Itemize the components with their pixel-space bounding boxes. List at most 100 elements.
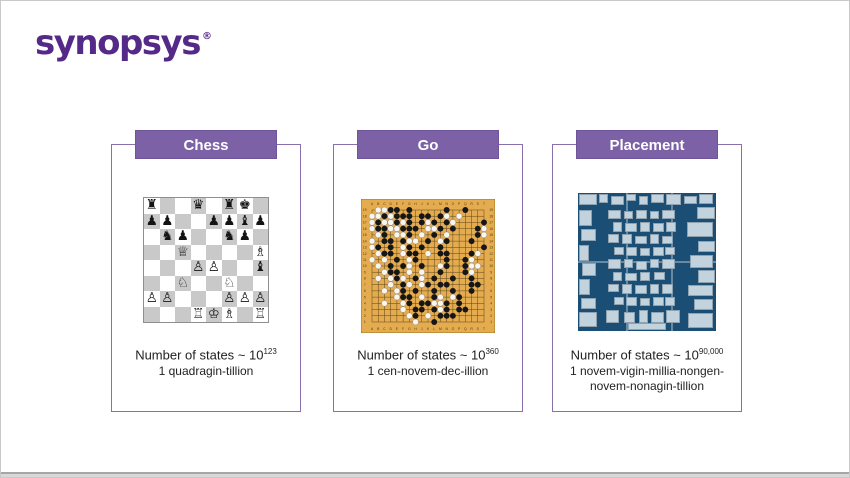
card-header-placement: Placement	[576, 130, 718, 159]
synopsys-logo-text: synopsys	[35, 23, 201, 63]
go-stone	[468, 269, 475, 276]
go-stone	[406, 300, 413, 307]
svg-text:C: C	[383, 327, 386, 331]
placement-block	[640, 248, 650, 257]
svg-text:N: N	[445, 202, 448, 206]
placement-block	[624, 223, 638, 232]
go-stone	[393, 256, 400, 263]
placement-block	[582, 263, 596, 276]
chess-square: ♜	[144, 197, 160, 214]
placement-block	[627, 322, 667, 330]
go-stone	[468, 238, 475, 245]
go-stone	[393, 213, 400, 220]
go-stone	[443, 213, 450, 220]
chess-square: ♙	[221, 290, 237, 307]
chess-board-image: ♜♛♜♚♟♟♟♟♝♟♞♟♞♟♕♗♙♙♝♘♘♙♙♙♙♙♖♔♗♖	[143, 197, 269, 323]
go-stone	[400, 287, 407, 294]
go-stone	[375, 219, 382, 226]
placement-block	[580, 297, 596, 309]
go-stone	[443, 312, 450, 319]
placement-block	[651, 311, 664, 323]
placement-floorplan	[578, 193, 716, 331]
svg-text:M: M	[439, 327, 442, 331]
go-stone	[406, 269, 413, 276]
go-stone	[381, 206, 388, 214]
go-stone	[431, 219, 438, 226]
placement-block	[652, 246, 664, 257]
go-stone	[393, 219, 400, 226]
card-text-go: Number of states ~ 10360 1 cen-novem-dec…	[339, 347, 517, 379]
chess-board: ♜♛♜♚♟♟♟♟♝♟♞♟♞♟♕♗♙♙♝♘♘♙♙♙♙♙♖♔♗♖	[143, 197, 269, 323]
go-stone	[375, 231, 382, 239]
go-stone	[425, 238, 431, 245]
svg-text:H: H	[414, 202, 417, 206]
chess-square: ♙	[237, 290, 253, 307]
placement-block	[638, 310, 649, 323]
chess-square	[159, 306, 175, 322]
go-stone	[393, 231, 401, 239]
go-stone	[368, 237, 376, 245]
chess-square: ♙	[159, 290, 175, 307]
placement-block	[649, 259, 660, 268]
go-stone	[399, 219, 407, 226]
chess-square	[175, 213, 191, 229]
go-stone	[437, 269, 444, 276]
placement-block	[666, 221, 676, 232]
go-stone	[449, 287, 456, 294]
go-stone	[418, 306, 425, 313]
go-stone	[400, 281, 407, 288]
go-stone	[381, 238, 388, 245]
chess-square	[159, 275, 175, 291]
states-exponent: 123	[263, 347, 277, 356]
chess-square	[190, 244, 206, 260]
go-stone	[387, 244, 394, 251]
placement-block	[640, 297, 650, 307]
chess-square	[221, 260, 237, 276]
placement-block	[640, 221, 650, 232]
go-stone	[449, 225, 456, 232]
placement-block	[598, 194, 609, 203]
go-stone	[468, 256, 475, 263]
go-stone	[399, 275, 407, 282]
card-placement: Placement Number of states ~ 1090,000 1 …	[552, 130, 742, 412]
placement-block	[634, 285, 647, 294]
go-stone	[462, 306, 469, 313]
svg-text:F: F	[402, 202, 404, 206]
go-stone	[437, 281, 444, 288]
svg-text:N: N	[445, 327, 448, 331]
svg-text:L: L	[433, 202, 435, 206]
svg-text:9: 9	[364, 270, 366, 274]
svg-text:D: D	[389, 202, 392, 206]
go-stone	[474, 250, 481, 257]
go-stone	[474, 262, 481, 270]
go-stone	[399, 250, 407, 257]
svg-text:K: K	[427, 327, 430, 331]
chess-square: ♟	[221, 212, 237, 229]
go-stone	[412, 318, 419, 326]
go-stone	[387, 250, 394, 257]
placement-block	[687, 221, 714, 238]
go-stone	[418, 263, 425, 269]
svg-text:7: 7	[490, 283, 492, 287]
placement-block	[688, 285, 714, 297]
placement-block	[613, 246, 624, 256]
go-stone	[375, 262, 382, 270]
go-stone	[381, 231, 388, 238]
go-stone	[399, 231, 407, 239]
go-stone	[462, 263, 469, 269]
go-stone	[387, 207, 394, 213]
placement-block	[634, 235, 647, 245]
go-stone	[400, 294, 407, 301]
placement-block	[649, 234, 660, 245]
chess-square	[237, 275, 253, 291]
go-stone	[375, 275, 382, 282]
go-stone	[468, 287, 475, 294]
go-stone	[431, 300, 438, 307]
go-stone	[412, 237, 419, 245]
svg-text:5: 5	[364, 295, 366, 299]
chess-square: ♔	[206, 305, 222, 322]
placement-block	[579, 194, 598, 206]
chess-square: ♖	[252, 305, 268, 322]
go-stone	[418, 269, 425, 276]
go-stone	[425, 300, 431, 307]
